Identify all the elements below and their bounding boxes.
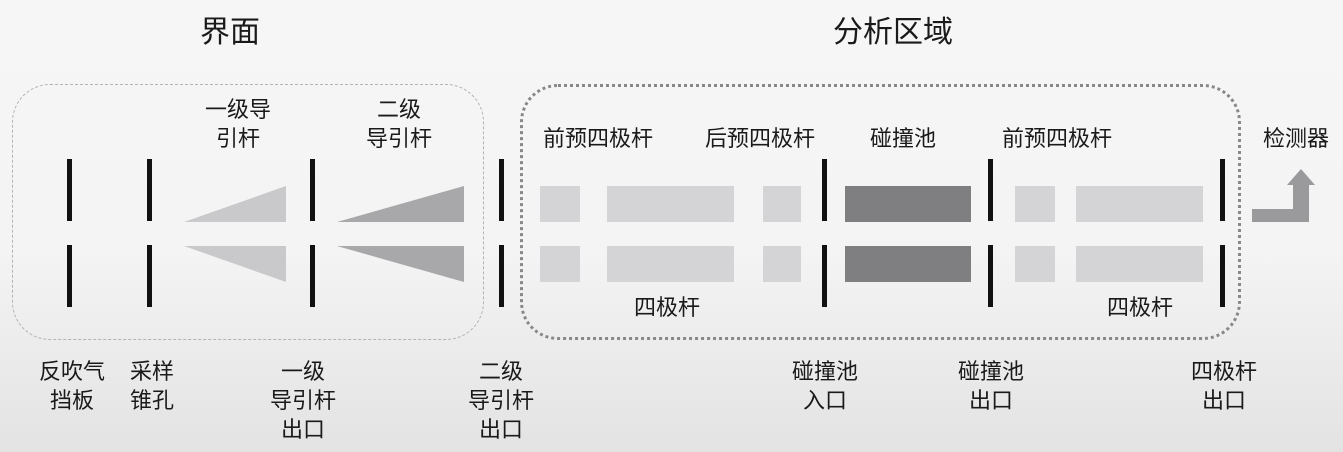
counter-gas-plate-label: 反吹气 挡板 bbox=[38, 360, 105, 414]
pre-quadrupole-1-label: 前预四极杆 bbox=[542, 127, 653, 152]
ion-guide-2-label: 二级 导引杆 bbox=[365, 98, 432, 152]
pre-quadrupole-1-lower bbox=[540, 246, 580, 282]
sampling-cone-upper bbox=[147, 159, 152, 221]
quadrupole-2-label: 四极杆 bbox=[1106, 296, 1173, 321]
counter-gas-plate-lower bbox=[67, 245, 72, 307]
collision-exit-label: 碰撞池 出口 bbox=[957, 360, 1024, 414]
interface-region-box bbox=[12, 84, 484, 340]
guide1-exit-lower bbox=[310, 245, 315, 307]
pre-quadrupole-2-lower bbox=[1015, 246, 1055, 282]
quad-exit-upper bbox=[1220, 159, 1225, 221]
ion-guide-2-upper-wedge bbox=[337, 186, 464, 222]
post-pre-quadrupole-label: 后预四极杆 bbox=[704, 127, 815, 152]
collision-entry-upper bbox=[822, 159, 827, 221]
collision-entry-label: 碰撞池 入口 bbox=[791, 360, 858, 414]
interface-title: 界面 bbox=[200, 15, 260, 50]
guide2-exit-label: 二级 导引杆 出口 bbox=[467, 360, 534, 443]
collision-exit-upper bbox=[988, 159, 993, 221]
analysis-region-title: 分析区域 bbox=[833, 15, 953, 50]
ion-guide-1-lower-wedge bbox=[184, 246, 286, 282]
quad-exit-lower bbox=[1220, 245, 1225, 307]
quadrupole-1-upper bbox=[607, 186, 734, 222]
ion-guide-1-label: 一级导 引杆 bbox=[204, 98, 271, 152]
guide2-exit-lower bbox=[499, 245, 504, 307]
guide1-exit-upper bbox=[310, 159, 315, 221]
quadrupole-1-label: 四极杆 bbox=[633, 296, 700, 321]
post-pre-quadrupole-lower bbox=[763, 246, 801, 282]
ion-guide-2-lower-wedge bbox=[337, 246, 464, 282]
pre-quadrupole-2-label: 前预四极杆 bbox=[1001, 127, 1112, 152]
quadrupole-2-upper bbox=[1076, 186, 1203, 222]
collision-cell-lower bbox=[845, 246, 971, 282]
quadrupole-2-lower bbox=[1076, 246, 1203, 282]
guide2-exit-upper bbox=[499, 159, 504, 221]
counter-gas-plate-upper bbox=[67, 159, 72, 221]
analysis-region-box bbox=[520, 84, 1241, 340]
collision-entry-lower bbox=[822, 245, 827, 307]
guide1-exit-label: 一级 导引杆 出口 bbox=[269, 360, 336, 443]
detector-arrow-icon bbox=[1252, 169, 1315, 222]
sampling-cone-label: 采样 锥孔 bbox=[129, 360, 174, 414]
pre-quadrupole-1-upper bbox=[540, 186, 580, 222]
collision-cell-label: 碰撞池 bbox=[869, 127, 936, 152]
sampling-cone-lower bbox=[147, 245, 152, 307]
collision-cell-upper bbox=[845, 186, 971, 222]
detector-label: 检测器 bbox=[1262, 127, 1329, 152]
quadrupole-1-lower bbox=[607, 246, 734, 282]
post-pre-quadrupole-upper bbox=[763, 186, 801, 222]
ion-guide-1-upper-wedge bbox=[184, 186, 286, 222]
collision-exit-lower bbox=[988, 245, 993, 307]
quad-exit-label: 四极杆 出口 bbox=[1190, 360, 1257, 414]
pre-quadrupole-2-upper bbox=[1015, 186, 1055, 222]
